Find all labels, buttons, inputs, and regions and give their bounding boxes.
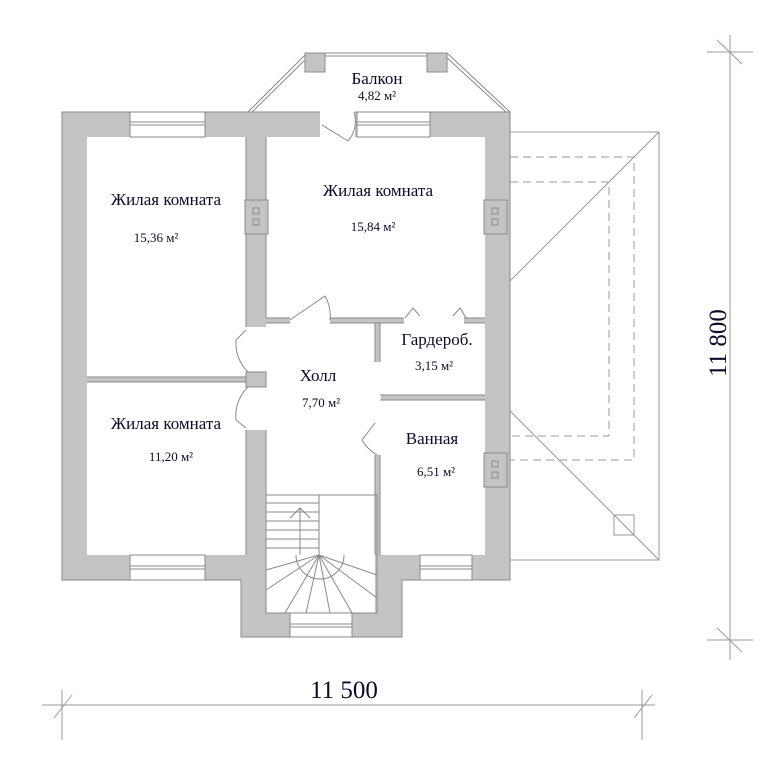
vent-icon <box>244 199 508 488</box>
dimension-height-label: 11 800 <box>705 309 732 377</box>
room-area-living-bottom-left: 11,20 м² <box>149 449 193 464</box>
room-area-balcony: 4,82 м² <box>358 88 396 103</box>
room-area-living-top-right: 15,84 м² <box>351 219 396 234</box>
room-name-living-top-left: Жилая комната <box>111 190 222 209</box>
windows <box>129 111 473 638</box>
room-name-living-bottom-left: Жилая комната <box>111 414 222 433</box>
room-name-living-top-right: Жилая комната <box>323 181 434 200</box>
room-area-wardrobe: 3,15 м² <box>415 358 453 373</box>
room-name-wardrobe: Гардероб. <box>401 330 472 349</box>
balcony-outline <box>247 52 511 113</box>
roof-outline <box>509 131 660 561</box>
room-area-bathroom: 6,51 м² <box>417 464 455 479</box>
room-name-hall: Холл <box>300 366 337 385</box>
room-area-hall: 7,70 м² <box>302 395 340 410</box>
staircase <box>265 494 378 614</box>
dimension-height: 11 800 <box>705 35 753 660</box>
room-name-bathroom: Ванная <box>406 429 459 448</box>
doors <box>235 111 467 456</box>
room-area-living-top-left: 15,36 м² <box>134 230 179 245</box>
room-name-balcony: Балкон <box>352 69 403 88</box>
dimension-width: 11 500 <box>42 677 655 740</box>
dimension-width-label: 11 500 <box>310 677 378 704</box>
